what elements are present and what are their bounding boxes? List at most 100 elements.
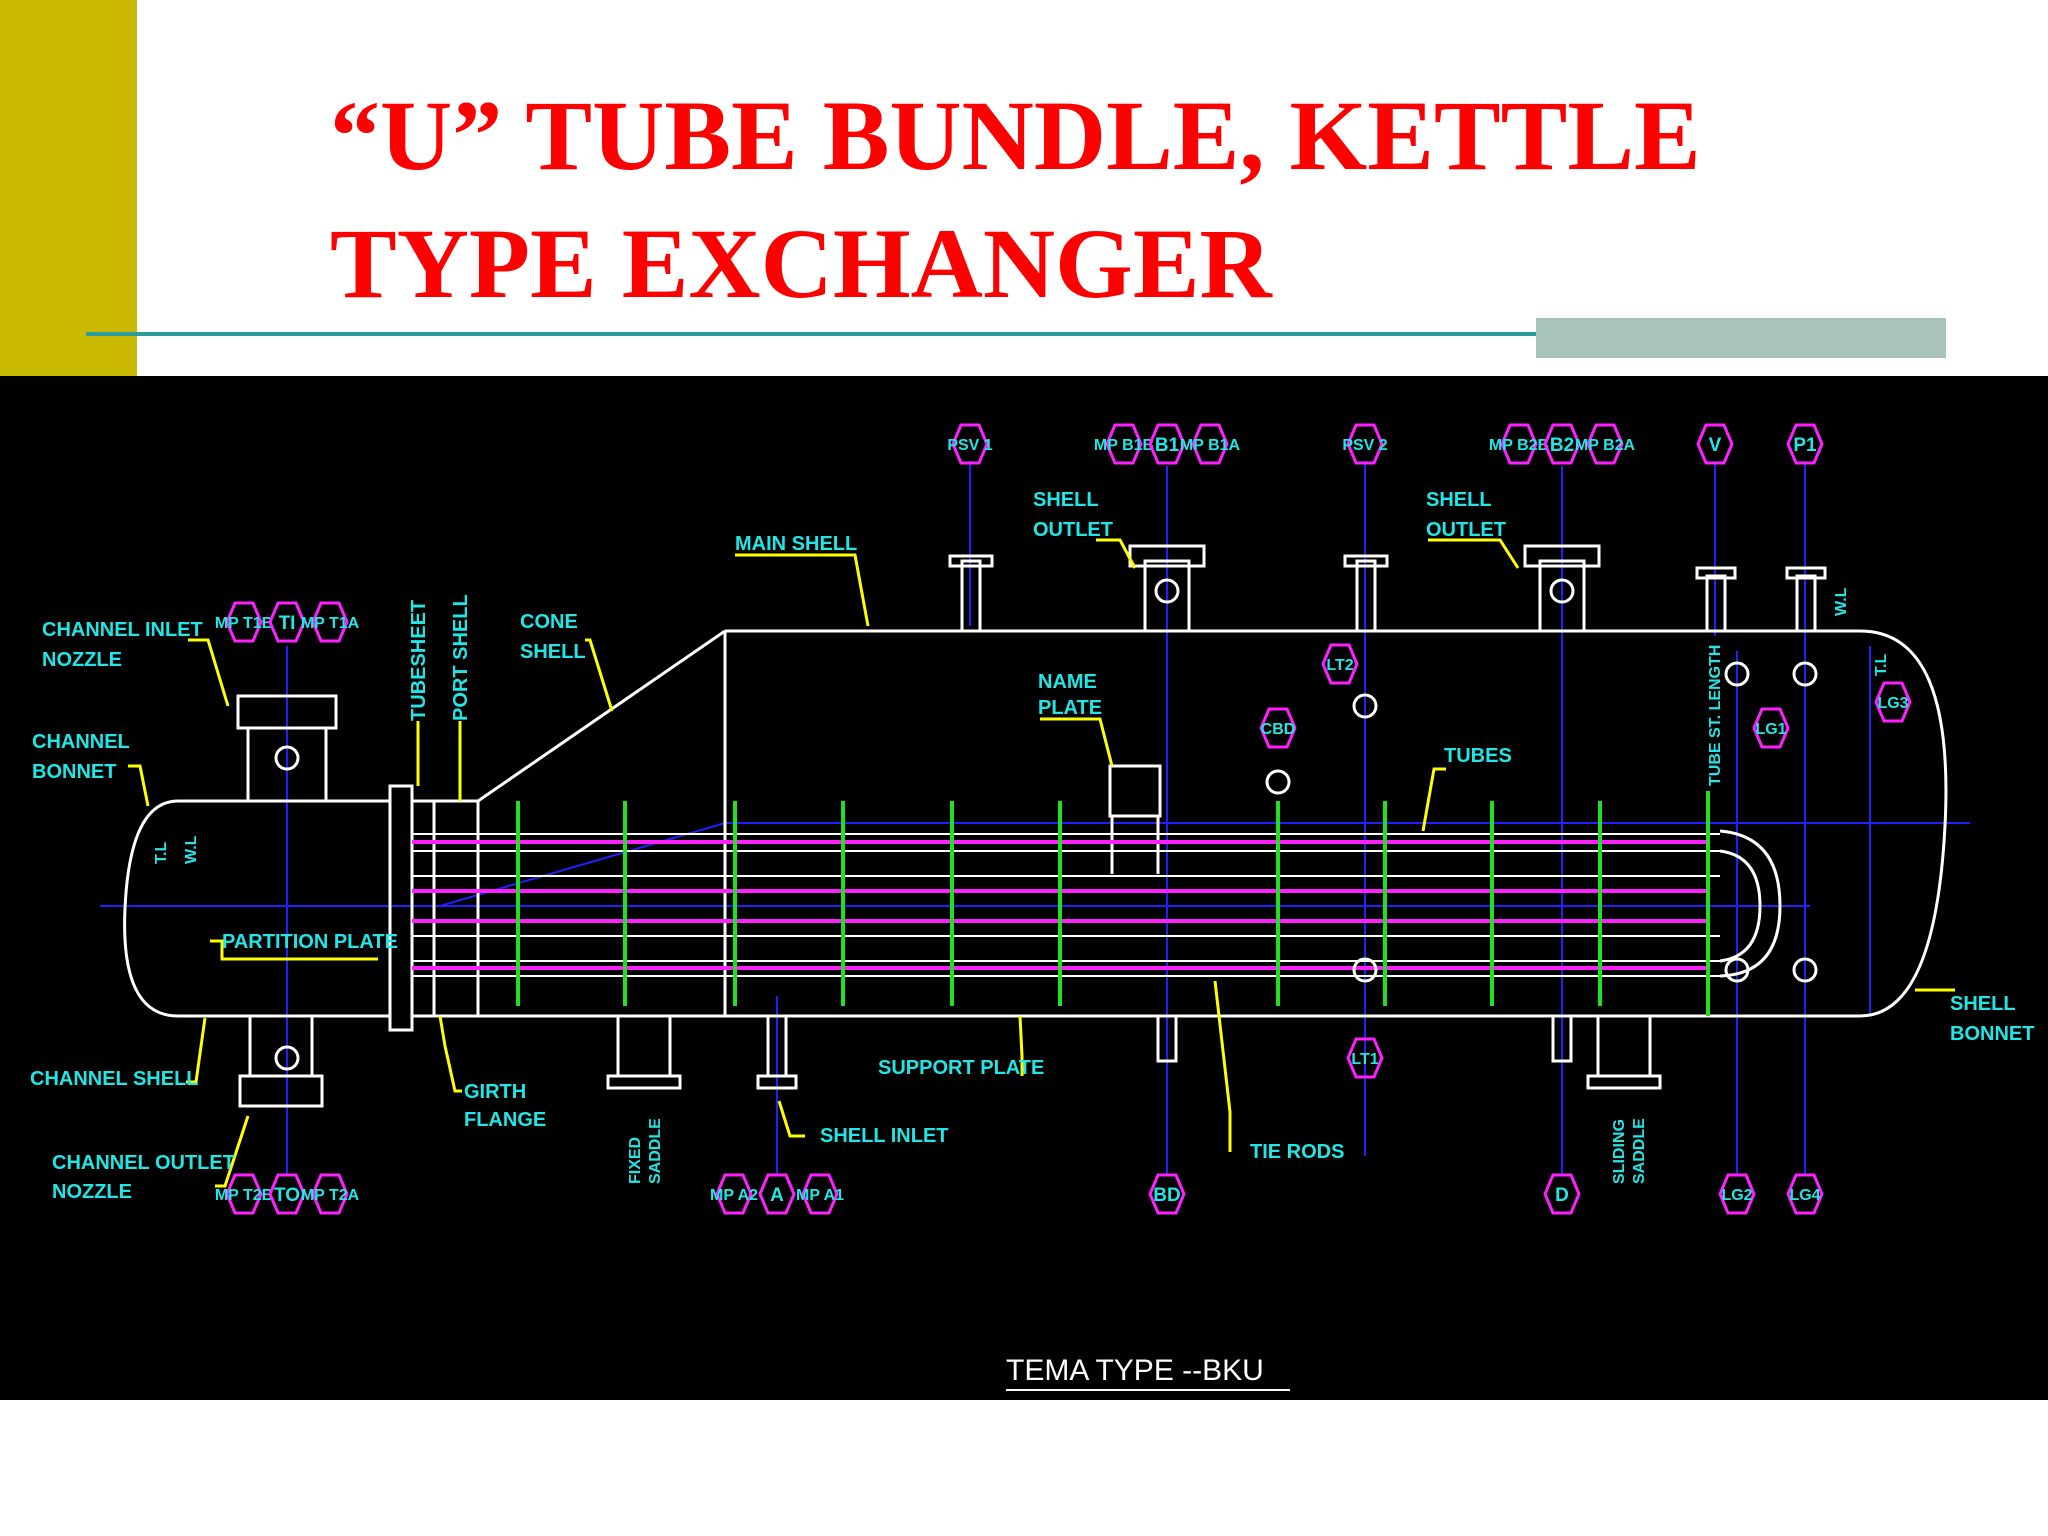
svg-text:CBD: CBD — [1261, 721, 1296, 738]
svg-text:MP B1A: MP B1A — [1180, 437, 1241, 454]
label-shell-bonnet-2: BONNET — [1950, 1023, 2034, 1045]
label-support-plate: SUPPORT PLATE — [878, 1057, 1044, 1079]
svg-text:B1: B1 — [1155, 435, 1180, 456]
slide-title: “U” TUBE BUNDLE, KETTLE TYPE EXCHANGER — [330, 72, 1930, 328]
tag-to: TO — [268, 1173, 306, 1215]
label-channel-inlet-2: NOZZLE — [42, 649, 122, 671]
svg-text:MP T1B: MP T1B — [215, 615, 273, 632]
exchanger-diagram: MP T1B TI MP T1A PSV 1 MP B1B B1 MP B1A … — [30, 423, 2034, 1391]
label-shell-bonnet-1: SHELL — [1950, 993, 2016, 1015]
svg-text:MP B2A: MP B2A — [1575, 437, 1636, 454]
svg-text:BD: BD — [1153, 1185, 1180, 1206]
svg-text:PSV 2: PSV 2 — [1342, 437, 1387, 454]
svg-text:MP A2: MP A2 — [710, 1187, 758, 1204]
tag-lg1: LG1 — [1752, 707, 1790, 749]
tag-ti: TI — [268, 601, 306, 643]
label-channel-shell: CHANNEL SHELL — [30, 1068, 199, 1090]
svg-text:MP B1B: MP B1B — [1094, 437, 1154, 454]
label-tube-st-length: TUBE ST. LENGTH — [1707, 645, 1724, 786]
label-main-shell: MAIN SHELL — [735, 533, 857, 555]
label-girth-flange-1: GIRTH — [464, 1081, 526, 1103]
label-tie-rods: TIE RODS — [1250, 1141, 1344, 1163]
tag-mp-b2a: MP B2A — [1575, 423, 1636, 465]
svg-text:MP T1A: MP T1A — [301, 615, 360, 632]
label-partition-plate: PARTITION PLATE — [222, 931, 398, 953]
tag-mp-t2b: MP T2B — [215, 1173, 273, 1215]
svg-text:LG4: LG4 — [1789, 1187, 1820, 1204]
label-channel-bonnet-1: CHANNEL — [32, 731, 130, 753]
label-channel-inlet-1: CHANNEL INLET — [42, 619, 203, 641]
svg-text:TO: TO — [274, 1185, 300, 1206]
tag-b1: B1 — [1148, 423, 1186, 465]
tag-cbd: CBD — [1259, 707, 1297, 749]
label-shell-outlet-2a: SHELL — [1426, 489, 1492, 511]
tag-d: D — [1543, 1173, 1581, 1215]
svg-text:A: A — [770, 1185, 784, 1206]
label-sliding-saddle-1: SLIDING — [1611, 1119, 1628, 1184]
label-wl-right: W.L — [1833, 587, 1850, 616]
accent-bar — [0, 0, 137, 376]
tag-b2: B2 — [1543, 423, 1581, 465]
tag-mp-t2a: MP T2A — [301, 1173, 360, 1215]
svg-text:V: V — [1709, 435, 1722, 456]
svg-text:PSV 1: PSV 1 — [947, 437, 992, 454]
label-shell-outlet-1b: OUTLET — [1033, 519, 1113, 541]
tube-bundle — [412, 833, 1720, 977]
tag-mp-t1a: MP T1A — [301, 601, 360, 643]
tag-mp-a2: MP A2 — [710, 1173, 758, 1215]
svg-text:LG1: LG1 — [1755, 721, 1786, 738]
label-cone-shell-2: SHELL — [520, 641, 586, 663]
tag-p1: P1 — [1786, 423, 1824, 465]
svg-text:MP T2A: MP T2A — [301, 1187, 360, 1204]
label-wl-left: W.L — [183, 835, 200, 864]
svg-text:P1: P1 — [1793, 435, 1817, 456]
support-plates — [516, 791, 1710, 1016]
title-rule — [86, 332, 1946, 336]
tag-bd: BD — [1148, 1173, 1186, 1215]
centerlines — [100, 461, 1970, 1176]
label-shell-outlet-1a: SHELL — [1033, 489, 1099, 511]
label-shell-outlet-2b: OUTLET — [1426, 519, 1506, 541]
svg-text:D: D — [1555, 1185, 1569, 1206]
svg-text:LT1: LT1 — [1351, 1051, 1378, 1068]
tag-mp-b1a: MP B1A — [1180, 423, 1241, 465]
svg-text:TI: TI — [279, 613, 296, 634]
label-tubes: TUBES — [1444, 745, 1512, 767]
tag-lg4: LG4 — [1786, 1173, 1824, 1215]
title-line-1: “U” TUBE BUNDLE, KETTLE — [330, 80, 1701, 191]
svg-text:B2: B2 — [1550, 435, 1574, 456]
tag-lg3: LG3 — [1874, 681, 1912, 723]
tag-lt2: LT2 — [1321, 643, 1359, 685]
label-channel-bonnet-2: BONNET — [32, 761, 116, 783]
instrument-nozzles — [274, 578, 1818, 1071]
svg-text:LG2: LG2 — [1721, 1187, 1752, 1204]
tag-psv1: PSV 1 — [947, 423, 993, 465]
component-labels: CHANNEL INLET NOZZLE CHANNEL BONNET CHAN… — [30, 489, 2034, 1203]
label-port-shell: PORT SHELL — [450, 594, 472, 721]
label-fixed-saddle-2: SADDLE — [647, 1118, 664, 1184]
tag-mp-b2b: MP B2B — [1489, 423, 1549, 465]
tag-psv2: PSV 2 — [1342, 423, 1388, 465]
tag-a: A — [758, 1173, 796, 1215]
instrument-tags: MP T1B TI MP T1A PSV 1 MP B1B B1 MP B1A … — [215, 423, 1912, 1215]
title-line-2: TYPE EXCHANGER — [330, 208, 1272, 319]
label-channel-outlet-1: CHANNEL OUTLET — [52, 1152, 235, 1174]
svg-text:MP T2B: MP T2B — [215, 1187, 273, 1204]
label-cone-shell-1: CONE — [520, 611, 578, 633]
tag-mp-a1: MP A1 — [796, 1173, 844, 1215]
label-tl-left: T.L — [153, 842, 170, 864]
exchanger-drawing: MP T1B TI MP T1A PSV 1 MP B1B B1 MP B1A … — [0, 376, 2048, 1400]
drawing-caption: TEMA TYPE --BKU — [1006, 1354, 1264, 1387]
svg-text:MP B2B: MP B2B — [1489, 437, 1549, 454]
leader-lines — [128, 538, 1955, 1188]
tag-lt1: LT1 — [1346, 1037, 1384, 1079]
rule-accent-block — [1536, 318, 1946, 358]
label-tl-right: T.L — [1873, 654, 1890, 676]
tag-mp-t1b: MP T1B — [215, 601, 273, 643]
tag-v: V — [1696, 423, 1734, 465]
label-fixed-saddle-1: FIXED — [627, 1137, 644, 1184]
vessel-outline — [123, 544, 1948, 1108]
svg-text:MP A1: MP A1 — [796, 1187, 844, 1204]
label-sliding-saddle-2: SADDLE — [1631, 1118, 1648, 1184]
tag-mp-b1b: MP B1B — [1094, 423, 1154, 465]
